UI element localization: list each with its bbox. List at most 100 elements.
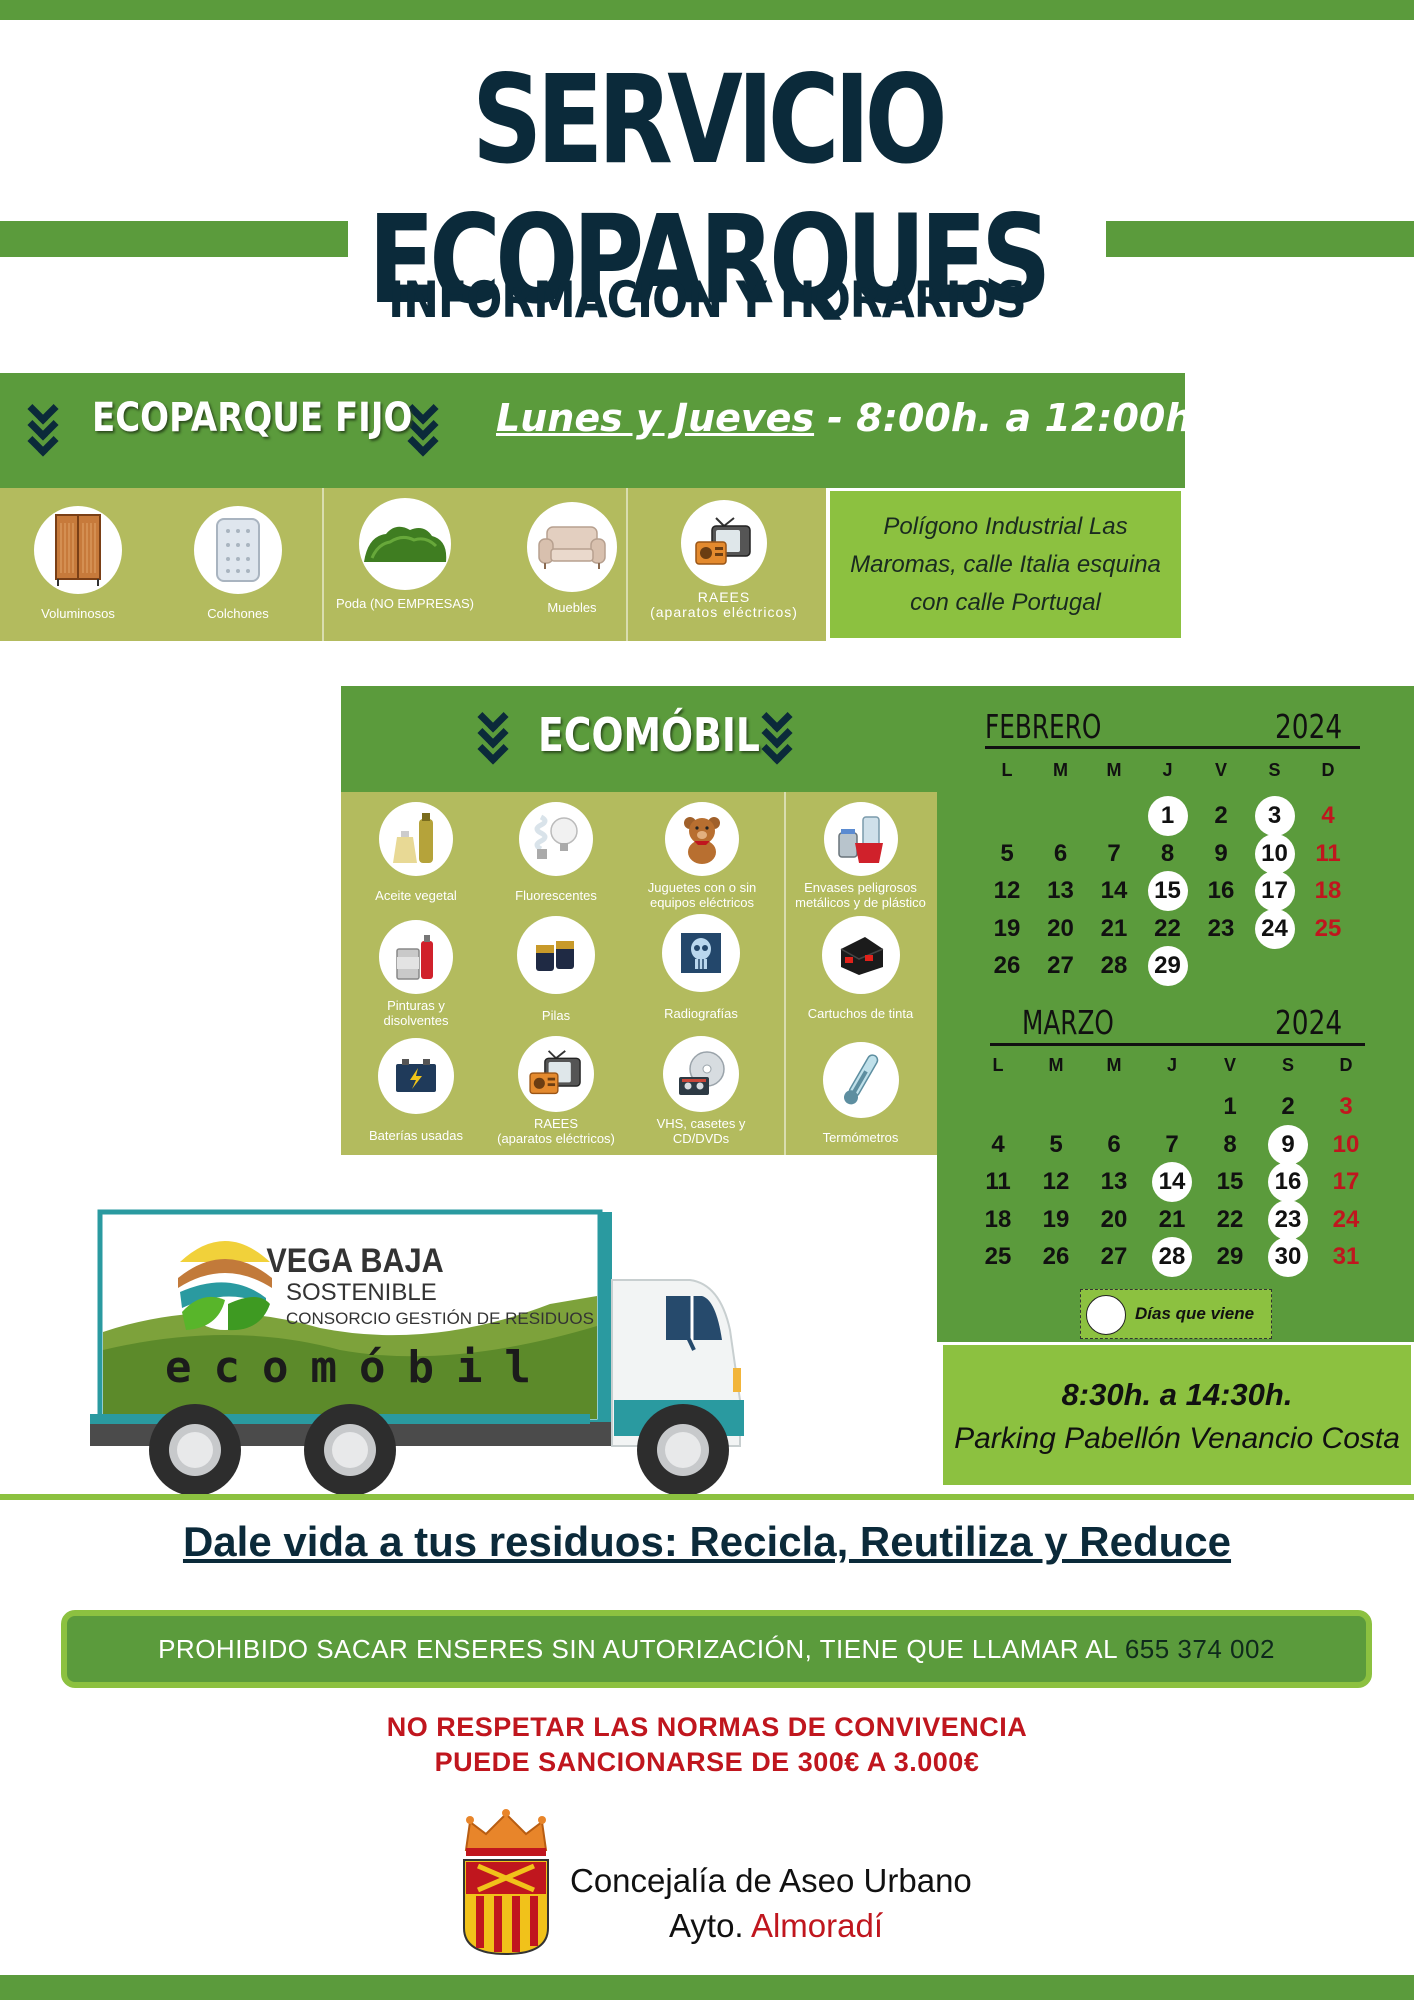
sanction-line-1: NO RESPETAR LAS NORMAS DE CONVIVENCIA [386, 1712, 1028, 1742]
prohibido-text: PROHIBIDO SACAR ENSERES SIN AUTORIZACIÓN… [158, 1634, 1125, 1664]
calendar-weekday: S [1281, 1055, 1294, 1075]
ecomobil-item: VHS, casetes y CD/DVDs [626, 1036, 776, 1146]
item-sublabel: equipos eléctricos [649, 895, 755, 910]
ecomobil-item: Juguetes con o sin equipos eléctricos [619, 802, 785, 910]
item-label: Fluorescentes [515, 888, 597, 903]
fijo-item: Colchones [168, 506, 308, 621]
calendar-day: 14 [1100, 877, 1128, 904]
divider [626, 488, 628, 641]
calendar-day: 15 [1216, 1168, 1244, 1195]
fijo-schedule: Lunes y Jueves - 8:00h. a 12:00h. [496, 396, 1207, 440]
calendar-legend: Días que viene [1080, 1289, 1272, 1339]
calendar-day: 7 [1165, 1130, 1179, 1158]
calendar-weekday: J [1166, 1055, 1177, 1075]
calendar-weekday: M [1053, 760, 1068, 780]
calendar-day: 22 [1154, 914, 1181, 942]
item-label: Cartuchos de tinta [807, 1006, 914, 1021]
ecomobil-time: 8:30h. a 14:30h. [1061, 1377, 1293, 1412]
calendar-day-marked: 15 [1147, 871, 1188, 911]
item-sublabel: (aparatos eléctricos) [650, 604, 798, 620]
calendar-day: 19 [1042, 1205, 1070, 1233]
ecomobil-header-bar [341, 686, 1414, 792]
calendar-day-marked: 16 [1268, 1162, 1308, 1202]
item-label: RAEES [533, 1116, 579, 1131]
calendar-day: 11 [985, 1168, 1011, 1195]
fijo-days: Lunes y Jueves [496, 396, 815, 440]
calendar-weekday: S [1268, 760, 1281, 780]
calendar-day-marked: 29 [1147, 946, 1188, 986]
fijo-item: RAEES (aparatos eléctricos) [634, 500, 814, 620]
ecomobil-item: Pilas [481, 916, 631, 1023]
calendar-day: 19 [993, 914, 1021, 942]
calendar-day: 5 [1000, 839, 1014, 867]
ecomobil-item: Baterías usadas [341, 1038, 491, 1143]
item-sublabel: CD/DVDs [672, 1131, 730, 1146]
almoradi-crest-icon [456, 1808, 556, 1956]
calendar-rule [985, 746, 1360, 749]
truck-brand-1: VEGA BAJA [266, 1242, 443, 1280]
paint-can-icon [379, 920, 453, 994]
ecomobil-item: Envases peligrosos metálicos y de plásti… [784, 802, 937, 910]
legend-circle-icon [1086, 1295, 1126, 1335]
calendar-day-marked: 14 [1152, 1162, 1192, 1202]
calendar-day: 12 [1042, 1168, 1070, 1195]
calendar-day: 9 [1214, 839, 1228, 867]
fijo-items-panel: Voluminosos Colchones Poda (NO EMPRESAS)… [0, 488, 826, 641]
hedge-icon [359, 498, 451, 590]
calendar-day: 10 [1332, 1130, 1360, 1158]
truck-brand-3: CONSORCIO GESTIÓN DE RESIDUOS [286, 1309, 594, 1328]
divider [322, 488, 324, 641]
ecomobil-item: Termómetros [784, 1042, 937, 1145]
calendar-rule [990, 1043, 1365, 1046]
ayuntamiento-name: Ayto. Almoradí [669, 1907, 883, 1945]
ecomobil-items-panel: Aceite vegetal Fluorescentes Juguetes co… [341, 792, 937, 1155]
ecomobil-truck: VEGA BAJA SOSTENIBLE CONSORCIO GESTIÓN D… [90, 1200, 850, 1500]
calendar-month-name: FEBRERO [985, 707, 1102, 746]
item-label: Pilas [541, 1008, 571, 1023]
calendar-day: 26 [1042, 1243, 1070, 1270]
calendar-day: 2 [1214, 802, 1228, 829]
calendar-day-marked: 3 [1254, 796, 1295, 836]
right-green-bar [1106, 221, 1414, 257]
sanction-warning: NO RESPETAR LAS NORMAS DE CONVIVENCIA PU… [0, 1710, 1414, 1780]
calendar-day: 8 [1223, 1130, 1237, 1158]
calendar-day: 8 [1160, 839, 1175, 867]
calendar-day-marked: 1 [1147, 796, 1188, 836]
calendar-weekday: D [1321, 760, 1335, 780]
town-name: Almoradí [750, 1907, 884, 1944]
calendar-weekday: J [1162, 760, 1173, 780]
calendar-weekday: M [1106, 1055, 1122, 1075]
calendar-day: 2 [1281, 1093, 1295, 1120]
calendar-day: 20 [1047, 914, 1074, 942]
item-sublabel: (aparatos eléctricos) [497, 1131, 615, 1146]
car-battery-icon [378, 1038, 454, 1114]
calendar-day: 4 [991, 1130, 1005, 1158]
fijo-hours: - 8:00h. a 12:00h. [814, 396, 1207, 440]
separator-line [0, 1494, 1414, 1500]
wardrobe-icon [34, 506, 122, 594]
bottom-green-bar [0, 1975, 1414, 2000]
calendar-day-marked: 10 [1254, 833, 1295, 874]
oil-bottle-icon [379, 802, 453, 876]
calendar-day: 26 [993, 952, 1021, 979]
fijo-item: Poda (NO EMPRESAS) [325, 498, 485, 611]
item-label: Juguetes con o sin [647, 880, 757, 895]
calendar-weekday: V [1214, 760, 1227, 780]
fijo-header-bar [0, 373, 1185, 488]
calendar-day: 27 [1100, 1243, 1128, 1270]
calendar-weekday: V [1223, 1055, 1236, 1075]
ecomobil-place: Parking Pabellón Venancio Costa [954, 1422, 1400, 1455]
calendar-day: 25 [1314, 914, 1342, 942]
item-label: RAEES [697, 589, 751, 605]
ayto-label: Ayto. [669, 1907, 751, 1944]
battery-icon [517, 916, 595, 994]
calendar-year: 2024 [1275, 1003, 1343, 1042]
fijo-item: Muebles [502, 502, 642, 615]
calendar-day: 13 [1100, 1168, 1128, 1195]
calendar-day: 12 [993, 877, 1021, 904]
cd-cassette-icon [663, 1036, 739, 1112]
fijo-address: Polígono Industrial Las Maromas, calle I… [828, 489, 1183, 640]
calendar-weekday: M [1106, 760, 1122, 780]
ecomobil-item: Aceite vegetal [341, 802, 491, 903]
phone-number[interactable]: 655 374 002 [1124, 1634, 1275, 1664]
